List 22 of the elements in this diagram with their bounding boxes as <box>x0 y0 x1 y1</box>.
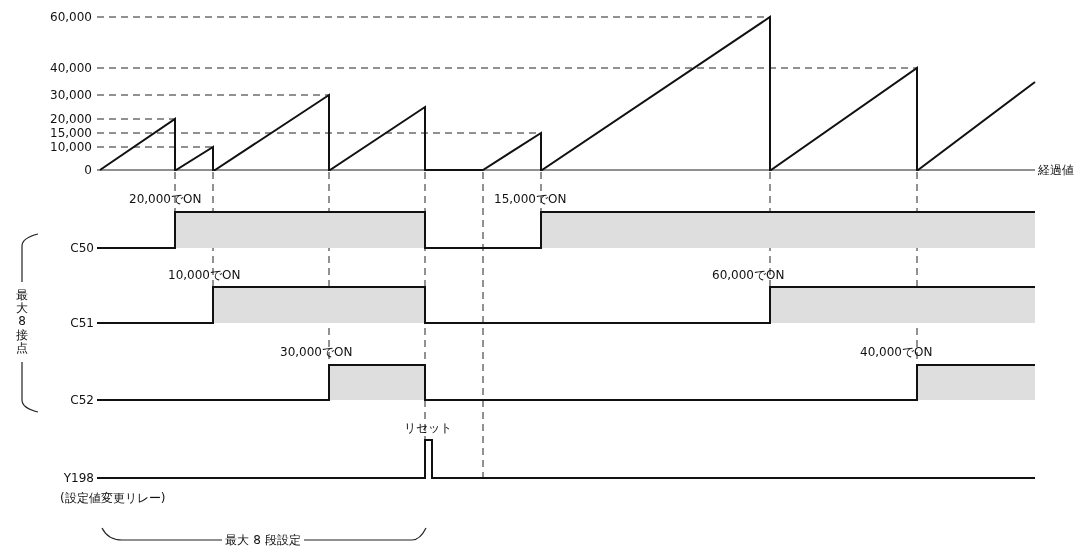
text-label: 20,000でON <box>129 192 202 206</box>
tick-label: 10,000 <box>50 140 92 154</box>
text-label: 15,000でON <box>494 192 567 206</box>
text-label: (設定値変更リレー) <box>60 491 166 505</box>
signal-label: C52 <box>70 393 94 407</box>
text-label: リセット <box>404 421 452 435</box>
tick-label: 60,000 <box>50 10 92 24</box>
signal-label: Y198 <box>63 471 94 485</box>
tick-label: 0 <box>84 163 92 177</box>
text-label: 経過値 <box>1038 163 1074 177</box>
tick-label: 30,000 <box>50 88 92 102</box>
signal-label: C51 <box>70 316 94 330</box>
signal-label: C50 <box>70 241 94 255</box>
tick-label: 40,000 <box>50 61 92 75</box>
text-label: 30,000でON <box>280 345 353 359</box>
text-label: 最大8接点 <box>16 289 28 355</box>
text-label: 最大 8 段設定 <box>225 533 301 547</box>
text-label: 60,000でON <box>712 268 785 282</box>
text-label: 40,000でON <box>860 345 933 359</box>
tick-label: 15,000 <box>50 126 92 140</box>
tick-label: 20,000 <box>50 112 92 126</box>
text-label: 10,000でON <box>168 268 241 282</box>
